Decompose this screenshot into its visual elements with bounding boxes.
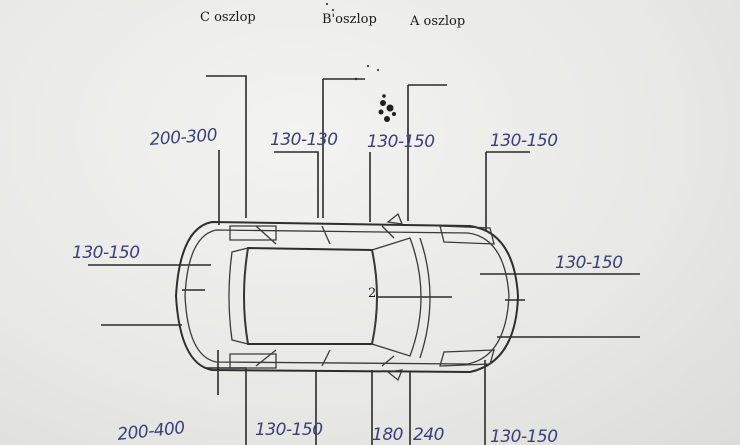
leader-lines xyxy=(88,75,640,445)
value-bottom-front: 130-150 xyxy=(490,427,558,445)
label-b-pillar: B'oszlop xyxy=(322,12,377,27)
value-bottom-c-pillar: 200-400 xyxy=(116,418,185,445)
value-right-front: 130-150 xyxy=(555,253,623,273)
label-c-pillar: C oszlop xyxy=(200,10,256,25)
value-left-rear: 130-150 xyxy=(72,243,140,263)
value-bottom-b-pillar: 180 xyxy=(372,425,403,445)
value-bottom-b-rear: 130-150 xyxy=(255,420,323,440)
value-top-c-pillar: 200-300 xyxy=(149,125,218,150)
value-top-front: 130-150 xyxy=(490,131,558,151)
measurement-values: 200-300 130-130 130-150 130-150 130-150 … xyxy=(72,125,623,445)
value-top-b-rear: 130-130 xyxy=(270,130,338,150)
center-marker: 2 xyxy=(368,286,376,301)
value-bottom-a-pillar: 240 xyxy=(413,425,444,445)
value-top-a-pillar: 130-150 xyxy=(367,132,435,152)
car-outline xyxy=(174,212,520,382)
label-a-pillar: A oszlop xyxy=(409,14,465,29)
